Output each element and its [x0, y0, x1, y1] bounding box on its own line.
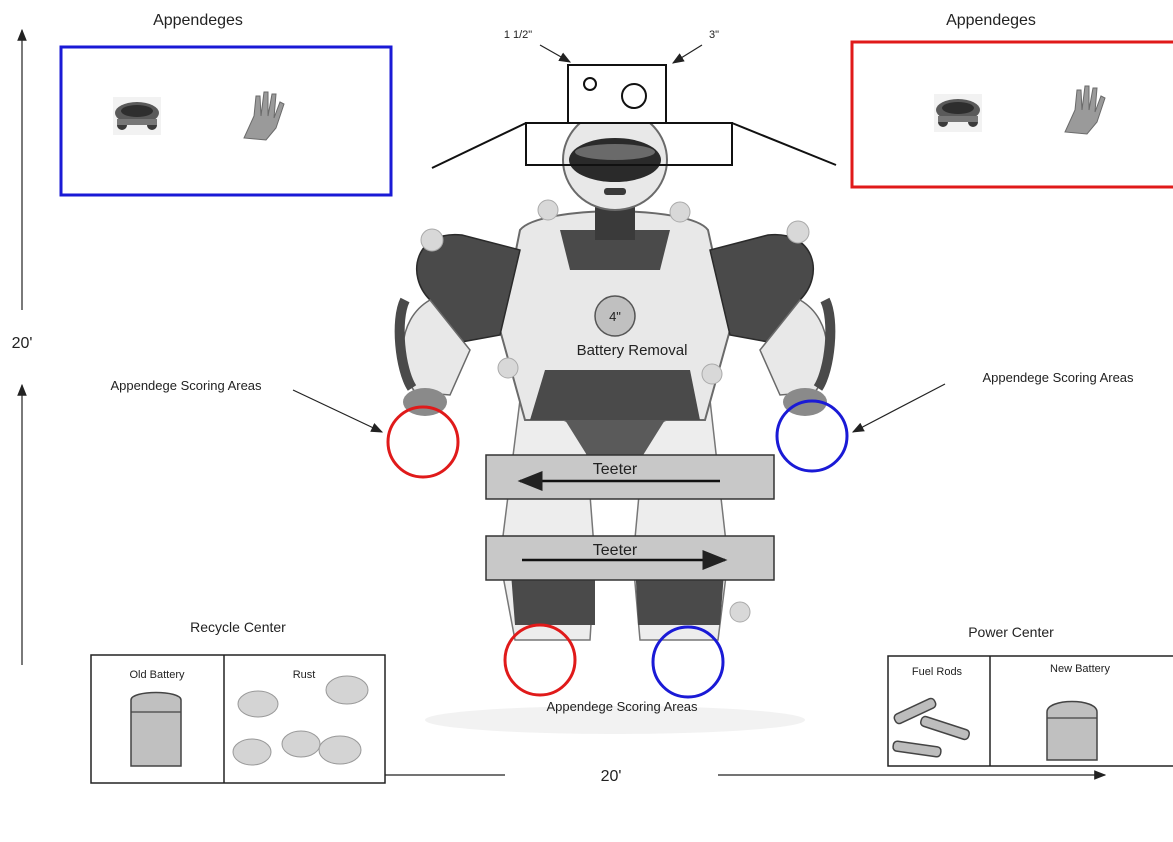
battery-removal-label: Battery Removal	[577, 342, 688, 359]
teeter-bottom: Teeter	[485, 535, 775, 581]
vertical-dimension-label: 20'	[12, 335, 33, 352]
robot-hand-icon	[243, 91, 285, 141]
vertical-dimension: 20'	[12, 28, 33, 665]
appendages-right-title: Appendeges	[946, 12, 1036, 29]
horizontal-dimension-label: 20'	[601, 768, 622, 785]
recycle-center-title: Recycle Center	[190, 619, 286, 635]
scoring-area-left-red	[386, 405, 460, 479]
appendages-left-title: Appendeges	[153, 12, 243, 29]
power-new-battery-header: New Battery	[1050, 663, 1110, 675]
power-center-title: Power Center	[968, 624, 1054, 640]
large-hole-size-label: 3"	[709, 29, 719, 41]
teeter-bottom-label: Teeter	[593, 542, 638, 559]
appendages-left-box	[59, 45, 393, 197]
fuel-rods-icon	[892, 697, 971, 758]
appendages-right-box	[850, 40, 1173, 189]
battery-size-label: 4"	[609, 309, 621, 324]
scoring-bottom-label: Appendege Scoring Areas	[546, 699, 698, 714]
scoring-area-right-blue	[775, 399, 849, 473]
small-hole-size-label: 1 1/2"	[504, 29, 532, 41]
scoring-area-bottom-blue	[651, 625, 725, 699]
recycle-center: Recycle Center Old Battery Rust	[90, 619, 386, 784]
scoring-right-label: Appendege Scoring Areas	[982, 370, 1134, 385]
teeter-top-label: Teeter	[593, 461, 638, 478]
rust-piles-icon	[232, 675, 369, 766]
power-center: Power Center Fuel Rods New Battery	[887, 624, 1173, 767]
wheeled-base-icon	[934, 94, 982, 132]
appendages-right-panel: Appendeges	[850, 12, 1173, 189]
head-box	[567, 64, 667, 124]
robot-figure	[394, 109, 836, 734]
large-hole	[621, 83, 647, 109]
teeter-top: Teeter	[485, 454, 775, 500]
head-target: 1 1/2" 3"	[431, 29, 837, 169]
old-battery-icon	[130, 691, 182, 767]
small-hole	[583, 77, 597, 91]
scoring-area-bottom-red	[503, 623, 577, 697]
robot-hand-icon	[1064, 85, 1106, 135]
power-fuel-rods-header: Fuel Rods	[912, 666, 963, 678]
recycle-old-battery-header: Old Battery	[129, 669, 185, 681]
wheeled-base-icon	[113, 97, 161, 135]
appendages-left-panel: Appendeges	[59, 12, 393, 197]
battery-hole	[594, 295, 636, 337]
scoring-left-label: Appendege Scoring Areas	[110, 378, 262, 393]
recycle-rust-header: Rust	[293, 669, 316, 681]
battery-removal: 4" Battery Removal	[577, 295, 688, 359]
new-battery-icon	[1046, 700, 1098, 761]
